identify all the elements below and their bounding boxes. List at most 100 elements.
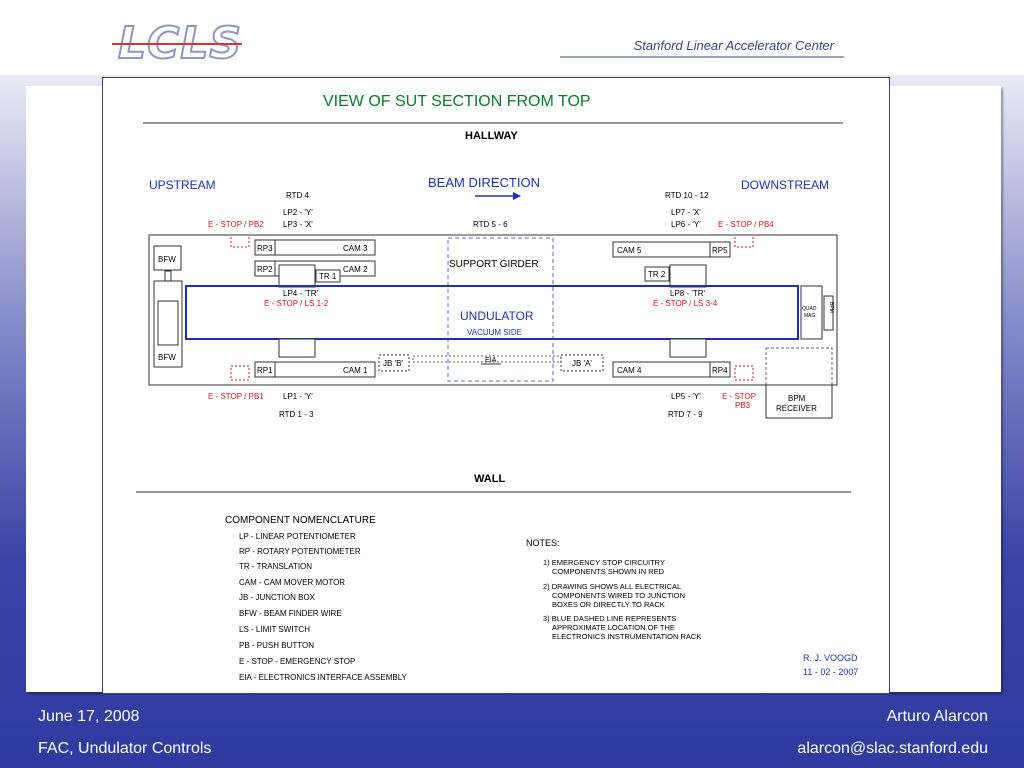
sut-outline xyxy=(148,234,838,386)
mag-label: MAG xyxy=(804,313,816,319)
bpm-label: BPM xyxy=(788,394,806,403)
organization-name: Stanford Linear Accelerator Center xyxy=(633,38,834,53)
notes-title: NOTES: xyxy=(526,538,560,548)
footer-email[interactable]: alarcon@slac.stanford.edu xyxy=(797,740,988,757)
eia-label: EIA xyxy=(485,357,497,364)
footer-event: FAC, Undulator Controls xyxy=(38,740,212,757)
tr2-box xyxy=(644,266,670,282)
bfw-top-box xyxy=(153,245,182,271)
tr2-block xyxy=(669,264,707,288)
cam3-box xyxy=(274,239,376,256)
rp5-box xyxy=(709,241,731,258)
tr2-label: TR 2 xyxy=(648,270,666,279)
quad-mag-box xyxy=(800,285,823,340)
nomenclature-item: E - STOP - EMERGENCY STOP xyxy=(239,657,355,666)
sut-section-diagram: VIEW OF SUT SECTION FROM TOP HALLWAY UPS… xyxy=(136,93,858,682)
note-line: COMPONENTS SHOWN IN RED xyxy=(552,567,665,576)
nomenclature-title: COMPONENT NOMENCLATURE xyxy=(225,515,376,526)
lp7-label: LP7 - 'X' xyxy=(671,208,701,217)
lp1-label: LP1 - 'Y' xyxy=(283,392,313,401)
bpm-vertical-box xyxy=(823,295,834,331)
cam2-label: CAM 2 xyxy=(343,265,368,274)
jb-a-label: JB 'A' xyxy=(572,359,592,368)
upstream-label: UPSTREAM xyxy=(149,178,216,192)
rp4-label: RP4 xyxy=(712,366,728,375)
estop-pb2-box xyxy=(230,234,250,248)
header-rule xyxy=(560,56,844,58)
support-girder-label: SUPPORT GIRDER xyxy=(449,259,539,270)
diagram-title: VIEW OF SUT SECTION FROM TOP xyxy=(323,93,591,110)
bpm-vertical-label: BPM xyxy=(828,302,834,313)
drawing-sheet: VIEW OF SUT SECTION FROM TOP HALLWAY UPS… xyxy=(102,77,890,694)
wall-label: WALL xyxy=(474,473,505,485)
jb-b-label: JB 'B' xyxy=(383,359,403,368)
tr1-label: TR 1 xyxy=(319,272,337,281)
lp8-label: LP8 - 'TR' xyxy=(670,289,706,298)
cam5-label: CAM 5 xyxy=(617,246,642,255)
receiver-label: RECEIVER xyxy=(776,404,817,413)
eia-bus xyxy=(412,355,562,363)
jb-b-box xyxy=(378,354,410,372)
rtd1012-label: RTD 10 - 12 xyxy=(665,191,709,200)
rp5-label: RP5 xyxy=(712,246,728,255)
author-label: R. J. VOOGD xyxy=(803,653,858,663)
pb3-label: PB3 xyxy=(735,401,751,410)
cam1-label: CAM 1 xyxy=(343,366,368,375)
lp2-label: LP2 - 'Y' xyxy=(283,208,313,217)
nomenclature-item: EIA - ELECTRONICS INTERFACE ASSEMBLY xyxy=(239,673,408,682)
estop-ls12-label: E - STOP / LS 1-2 xyxy=(264,299,329,308)
rp1-label: RP1 xyxy=(257,366,273,375)
support-girder-outline xyxy=(447,237,554,382)
bfw-connector xyxy=(164,270,172,282)
downstream-label: DOWNSTREAM xyxy=(741,178,829,192)
jb-a-box xyxy=(560,354,604,372)
estop-pb1-box xyxy=(230,365,250,381)
footer-date: June 17, 2008 xyxy=(38,708,140,725)
undulator-box xyxy=(185,285,799,340)
lp5-label: LP5 - 'Y' xyxy=(671,392,701,401)
note-line: 2) DRAWING SHOWS ALL ELECTRICAL xyxy=(543,582,681,591)
lp3-label: LP3 - 'X' xyxy=(283,220,313,229)
logo-accent-line xyxy=(112,43,242,45)
undulator-label: UNDULATOR xyxy=(460,309,534,323)
note-line: APPROXIMATE LOCATION OF THE xyxy=(552,623,675,632)
note-line: ELECTRONICS INSTRUMENTATION RACK xyxy=(552,632,701,641)
estop-pb4-box xyxy=(734,234,754,248)
vacuum-side-label: VACUUM SIDE xyxy=(467,328,522,337)
note-line: 3) BLUE DASHED LINE REPRESENTS xyxy=(543,614,676,623)
rp3-label: RP3 xyxy=(257,244,273,253)
notes-list: 1) EMERGENCY STOP CIRCUITRY COMPONENTS S… xyxy=(543,558,701,641)
rtd13-label: RTD 1 - 3 xyxy=(279,410,314,419)
bpm-receiver-dashed xyxy=(765,347,833,419)
estop-pb3-box xyxy=(734,365,754,381)
bpm-receiver-box xyxy=(765,384,833,419)
slide-header: LCLS Stanford Linear Accelerator Center xyxy=(0,0,1024,75)
bfw-inner xyxy=(157,300,179,346)
note-line: 1) EMERGENCY STOP CIRCUITRY xyxy=(543,558,665,567)
estop-pb1-label: E - STOP / PB1 xyxy=(208,392,264,401)
nomenclature-item: RP - ROTARY POTENTIOMETER xyxy=(239,547,361,556)
cam4-label: CAM 4 xyxy=(617,366,642,375)
lp6-label: LP6 - 'Y' xyxy=(671,220,701,229)
cam1-box xyxy=(274,361,376,378)
nomenclature-list: LP - LINEAR POTENTIOMETER RP - ROTARY PO… xyxy=(239,532,408,682)
bfw-bottom-label: BFW xyxy=(158,353,176,362)
lp4-label: LP4 - 'TR' xyxy=(283,289,319,298)
rtd56-label: RTD 5 - 6 xyxy=(473,220,508,229)
rp2-label: RP2 xyxy=(257,265,273,274)
rtd79-label: RTD 7 - 9 xyxy=(668,410,703,419)
nomenclature-item: JB - JUNCTION BOX xyxy=(239,593,316,602)
nomenclature-item: BFW - BEAM FINDER WIRE xyxy=(239,609,342,618)
estop-ls34-label: E - STOP / LS 3-4 xyxy=(653,299,718,308)
lower-left-block xyxy=(278,338,316,358)
beam-direction-label: BEAM DIRECTION xyxy=(428,175,540,190)
tr1-block xyxy=(278,264,316,288)
note-line: COMPONENTS WIRED TO JUNCTION xyxy=(552,591,685,600)
cam3-label: CAM 3 xyxy=(343,244,368,253)
rp4-box xyxy=(709,361,731,378)
nomenclature-item: LP - LINEAR POTENTIOMETER xyxy=(239,532,356,541)
nomenclature-item: PB - PUSH BUTTON xyxy=(239,641,314,650)
bfw-top-label: BFW xyxy=(158,255,176,264)
rtd4-label: RTD 4 xyxy=(286,191,310,200)
lower-right-block xyxy=(669,338,707,358)
